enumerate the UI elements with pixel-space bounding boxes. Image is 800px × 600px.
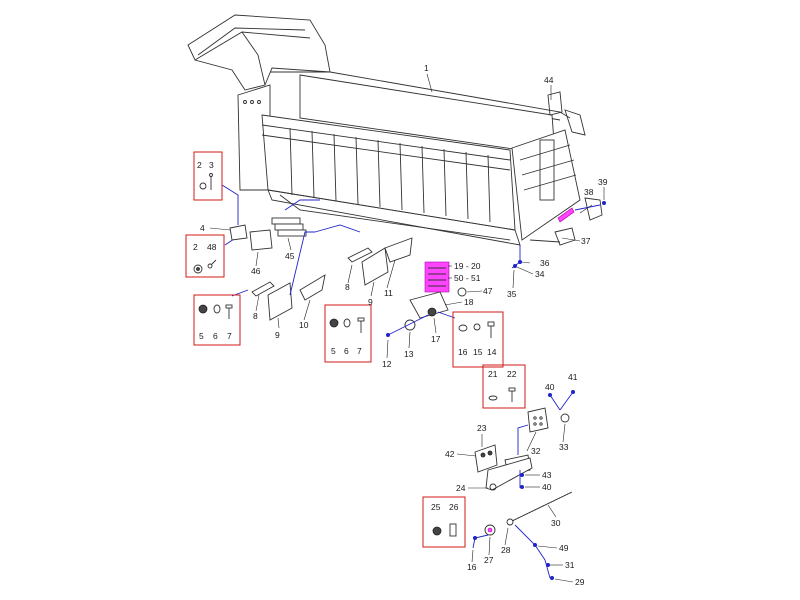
callout-34: 34 [535, 269, 545, 279]
callout-49: 49 [559, 543, 569, 553]
leader-lines [209, 73, 605, 583]
callout-2-top: 2 [197, 160, 202, 170]
dump-body-part-1 [187, 14, 586, 246]
callout-27: 27 [484, 555, 494, 565]
callout-2-mid: 2 [193, 242, 198, 252]
rear-hinge-parts [511, 197, 606, 269]
callout-46: 46 [251, 266, 261, 276]
callout-31: 31 [565, 560, 575, 570]
callout-24: 24 [456, 483, 466, 493]
pivot-assembly-parts [386, 261, 467, 337]
callout-5-right: 5 [331, 346, 336, 356]
callout-boxes [185, 151, 526, 548]
callout-26: 26 [449, 502, 459, 512]
callout-11: 11 [384, 288, 393, 298]
callout-42: 42 [445, 449, 455, 459]
callout-40-lower: 40 [542, 482, 552, 492]
callout-box-icons [193, 173, 516, 537]
callout-8-lower: 8 [253, 311, 258, 321]
callout-22: 22 [507, 369, 517, 379]
callout-39: 39 [598, 177, 608, 187]
callout-41: 41 [568, 372, 578, 382]
callout-45: 45 [285, 251, 295, 261]
callout-15: 15 [473, 347, 483, 357]
callout-32: 32 [531, 446, 541, 456]
callout-28: 28 [501, 545, 511, 555]
callout-37: 37 [581, 236, 591, 246]
callout-7-right: 7 [357, 346, 362, 356]
callout-13: 13 [404, 349, 414, 359]
callout-44: 44 [544, 75, 554, 85]
callout-16-lower: 16 [467, 562, 477, 572]
callout-50-51: 50 - 51 [454, 273, 481, 283]
callout-18: 18 [464, 297, 474, 307]
callout-29: 29 [575, 577, 585, 587]
callout-10: 10 [299, 320, 309, 330]
callout-4: 4 [200, 223, 205, 233]
callout-19-20: 19 - 20 [454, 261, 481, 271]
lower-linkage-parts [472, 390, 575, 580]
callout-17: 17 [431, 334, 441, 344]
callout-40-upper: 40 [545, 382, 555, 392]
callout-12: 12 [382, 359, 392, 369]
callout-25: 25 [431, 502, 441, 512]
callout-7-left: 7 [227, 331, 232, 341]
callout-21: 21 [488, 369, 498, 379]
callout-3: 3 [209, 160, 214, 170]
callout-6-left: 6 [213, 331, 218, 341]
callout-48: 48 [207, 242, 217, 252]
callout-16-upper: 16 [458, 347, 468, 357]
callout-5-left: 5 [199, 331, 204, 341]
callout-6-right: 6 [344, 346, 349, 356]
callout-33: 33 [559, 442, 569, 452]
callout-35: 35 [507, 289, 517, 299]
callout-30: 30 [551, 518, 561, 528]
callout-numbers: 1 44 39 38 37 36 34 35 2 3 4 45 2 48 46 … [193, 63, 608, 587]
callout-36: 36 [540, 258, 550, 268]
callout-1: 1 [424, 63, 429, 73]
callout-47: 47 [483, 286, 493, 296]
callout-8-upper: 8 [345, 282, 350, 292]
callout-43: 43 [542, 470, 552, 480]
callout-23: 23 [477, 423, 487, 433]
callout-9-lower: 9 [275, 330, 280, 340]
callout-14: 14 [487, 347, 497, 357]
callout-9-upper: 9 [368, 297, 373, 307]
callout-38: 38 [584, 187, 594, 197]
side-bracket-parts [221, 184, 320, 251]
liner-plate-parts [231, 224, 413, 321]
